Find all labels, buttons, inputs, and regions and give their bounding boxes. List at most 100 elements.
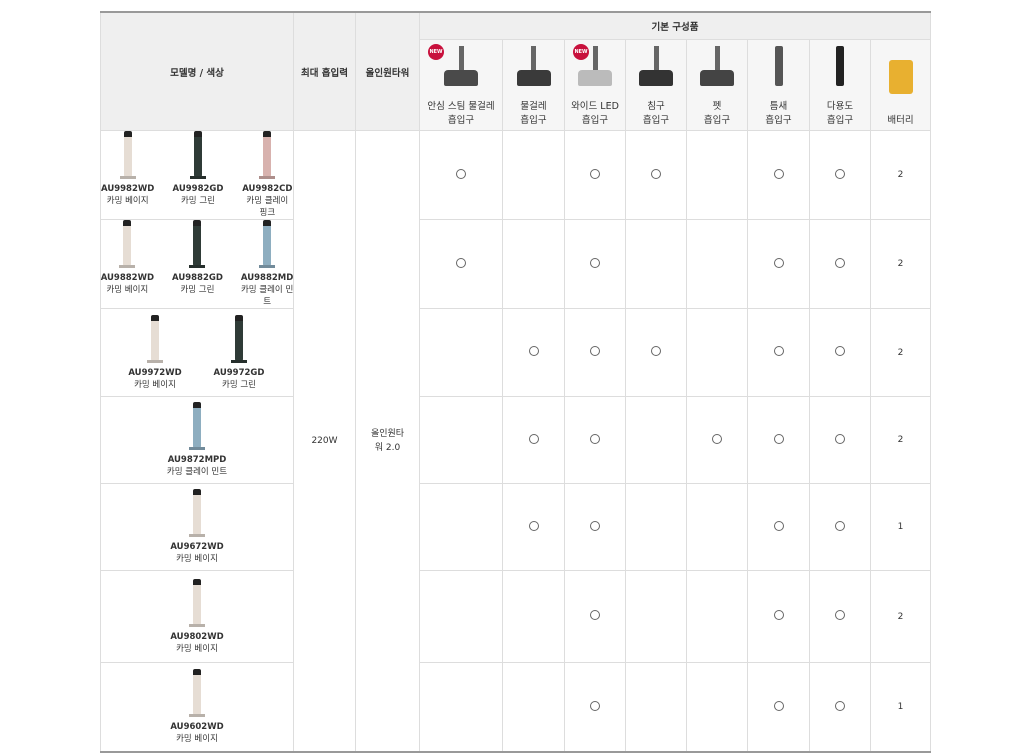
accessory-header: 배터리 (869, 39, 932, 131)
circle-icon (590, 433, 600, 444)
accessory-label-sub: 흡입구 (765, 115, 792, 126)
accessory-label-sub: 흡입구 (703, 115, 731, 126)
accessory-label-sub: 흡입구 (447, 115, 475, 126)
included-mark (809, 308, 871, 397)
included-mark (564, 570, 626, 663)
circle-icon (651, 168, 661, 179)
circle-icon (835, 520, 845, 531)
mark-cell (419, 396, 503, 484)
included-mark (809, 662, 871, 753)
mark-cell (686, 308, 748, 397)
color-name: 카밍 그린 (180, 285, 215, 295)
vacuum-image (193, 669, 201, 715)
accessory-label: 물걸레 (520, 101, 547, 112)
mark-cell (502, 219, 565, 309)
included-mark (564, 396, 626, 484)
mark-cell (502, 130, 565, 220)
mark-cell (686, 662, 748, 753)
circle-icon (835, 610, 845, 620)
color-name: 카밍 베이지 (176, 734, 218, 744)
accessory-label: 와이드 LED (571, 101, 619, 112)
mop-nozzle-icon (512, 46, 556, 90)
accessory-label: 펫 (712, 101, 722, 112)
pet-nozzle-icon (695, 46, 739, 90)
vacuum-image (123, 131, 132, 177)
model-code: AU9972GD (213, 367, 265, 378)
accessory-label-sub: 흡입구 (642, 115, 670, 126)
mark-cell (686, 219, 748, 309)
included-mark (625, 308, 687, 397)
vacuum-image (235, 314, 243, 361)
included-mark (747, 570, 810, 663)
circle-icon (590, 168, 600, 179)
included-mark (747, 483, 810, 571)
color-name: 카밍 베이지 (106, 196, 149, 206)
vacuum-image (193, 578, 201, 625)
color-name: 카밍 클레이 민트 (166, 467, 228, 477)
suction-header: 최대 흡입력 (293, 11, 356, 131)
accessory-label: 틈새 (769, 101, 788, 112)
color-name: 카밍 그린 (222, 379, 256, 390)
mark-cell (625, 483, 687, 571)
color-name: 카밍 클레이 민트 (240, 285, 294, 307)
circle-icon (773, 346, 784, 356)
included-mark (747, 130, 810, 220)
circle-icon (456, 257, 466, 268)
mark-cell (625, 662, 687, 753)
included-mark (564, 483, 626, 571)
included-mark (747, 308, 810, 397)
included-mark (747, 219, 810, 309)
battery-icon (879, 60, 923, 104)
mark-cell (419, 308, 503, 397)
included-mark (502, 308, 565, 397)
new-badge: NEW (573, 44, 589, 60)
included-mark (502, 483, 565, 571)
bedding-nozzle-icon (634, 46, 678, 90)
circle-icon (528, 346, 539, 356)
mark-cell (625, 570, 687, 663)
included-mark (564, 219, 626, 309)
included-mark (747, 662, 810, 753)
mark-cell: 1 (869, 662, 932, 753)
included-mark (419, 219, 503, 309)
mark-cell: 2 (869, 219, 932, 309)
accessory-label: 침구 (647, 101, 665, 112)
accessory-header: NEW 와이드 LED 흡입구 (564, 39, 626, 131)
model-code: AU9802WD (170, 631, 224, 642)
mark-cell: 2 (869, 396, 932, 484)
circle-icon (590, 520, 600, 531)
mark-cell (625, 396, 687, 484)
color-name: 카밍 클레이 핑크 (246, 196, 289, 218)
circle-icon (590, 700, 600, 711)
new-badge: NEW (428, 44, 444, 60)
mark-cell: 2 (869, 130, 932, 220)
included-mark (419, 130, 503, 220)
included-mark (809, 130, 871, 220)
color-name: 카밍 베이지 (106, 285, 149, 295)
mark-cell: 2 (869, 570, 932, 663)
accessory-label-sub: 흡입구 (581, 115, 609, 126)
vacuum-image (123, 220, 132, 266)
circle-icon (456, 168, 466, 179)
model-code: AU9982GD (172, 184, 224, 194)
included-mark (625, 130, 687, 220)
mark-cell (686, 483, 748, 571)
accessory-label: 다용도 (826, 101, 854, 112)
model-code: AU9882MD (240, 273, 294, 283)
circle-icon (590, 257, 600, 268)
mark-cell (419, 570, 503, 663)
